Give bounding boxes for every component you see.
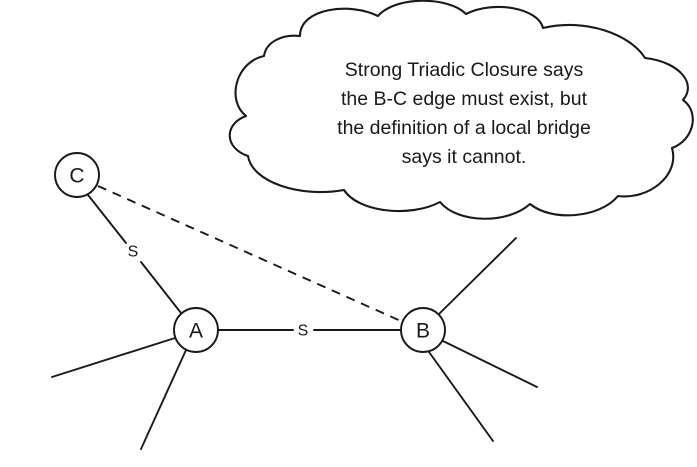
cloud-text-line-3: the definition of a local bridge — [337, 117, 591, 139]
graph-edges — [87, 185, 404, 331]
edge-c-a-lower-segment — [140, 261, 182, 314]
node-c-circle[interactable] — [54, 152, 100, 198]
stub-edge-b-upper-right — [438, 237, 517, 315]
cloud-text-line-2: the B-C edge must exist, but — [341, 88, 588, 110]
node-a-label: A — [189, 320, 203, 343]
edge-c-b-dashed — [97, 185, 404, 323]
cloud-text-line-1: Strong Triadic Closure says — [345, 59, 584, 81]
edge-label-c-a: S — [128, 244, 139, 261]
stub-edge-a-bottom — [140, 349, 187, 450]
stub-edge-b-bottom — [428, 351, 494, 442]
node-a-circle[interactable] — [173, 307, 219, 353]
node-c[interactable]: C — [54, 152, 100, 198]
stub-edges — [51, 237, 538, 450]
cloud-text-line-4: says it cannot. — [402, 146, 527, 168]
stub-edge-a-left — [51, 337, 176, 378]
node-b-circle[interactable] — [400, 307, 446, 353]
cloud-outline — [228, 0, 694, 220]
edge-label-a-b: S — [298, 323, 309, 340]
thought-cloud-callout: Strong Triadic Closure says the B-C edge… — [228, 0, 694, 220]
edge-c-a-upper-segment — [87, 194, 127, 244]
stub-edge-b-lower-right — [442, 340, 538, 388]
node-a[interactable]: A — [173, 307, 219, 353]
node-b-label: B — [416, 320, 430, 343]
node-b[interactable]: B — [400, 307, 446, 353]
node-c-label: C — [69, 165, 84, 188]
